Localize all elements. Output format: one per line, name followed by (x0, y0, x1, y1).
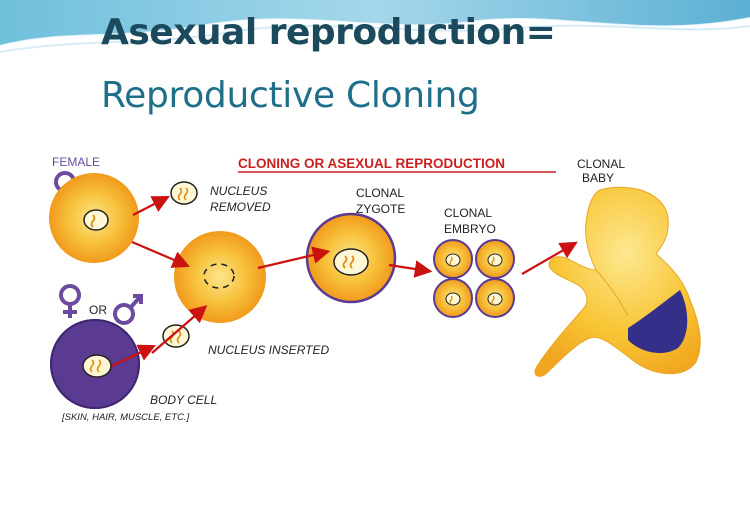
nucleus-removed-label: NUCLEUS (210, 184, 267, 198)
clonal-baby-label-2: BABY (582, 171, 614, 185)
clonal-embryo-label: CLONAL (444, 206, 492, 220)
enucleated-egg (174, 231, 266, 323)
body-cell-examples: [SKIN, HAIR, MUSCLE, ETC.] (61, 412, 190, 423)
clonal-zygote-label: CLONAL (356, 186, 404, 200)
female-symbol-icon (59, 284, 81, 318)
clonal-embryo (433, 239, 515, 318)
slide-title: Asexual reproduction= (101, 12, 556, 53)
body-cell (50, 319, 140, 409)
nucleus-inserted-label: NUCLEUS INSERTED (208, 343, 329, 357)
male-symbol-icon (113, 294, 143, 325)
clonal-embryo-label-2: EMBRYO (444, 222, 496, 236)
clonal-zygote-label-2: ZYGOTE (356, 202, 405, 216)
clonal-baby-label: CLONAL (577, 157, 625, 171)
removed-nucleus (170, 181, 198, 205)
clonal-zygote (305, 212, 397, 304)
body-cell-label: BODY CELL (150, 393, 217, 407)
inserted-nucleus (162, 324, 190, 348)
or-label: OR (89, 303, 107, 317)
clonal-baby (534, 186, 701, 377)
slide-subtitle: Reproductive Cloning (101, 75, 480, 116)
header-wave (0, 0, 750, 53)
egg-cell (49, 173, 139, 263)
process-arrows (111, 195, 578, 367)
cloning-diagram: CLONING OR ASEXUAL REPRODUCTION FEMALE N… (40, 148, 702, 430)
nucleus-removed-label-2: REMOVED (210, 200, 271, 214)
female-label: FEMALE (52, 155, 100, 169)
diagram-heading: CLONING OR ASEXUAL REPRODUCTION (238, 156, 505, 171)
